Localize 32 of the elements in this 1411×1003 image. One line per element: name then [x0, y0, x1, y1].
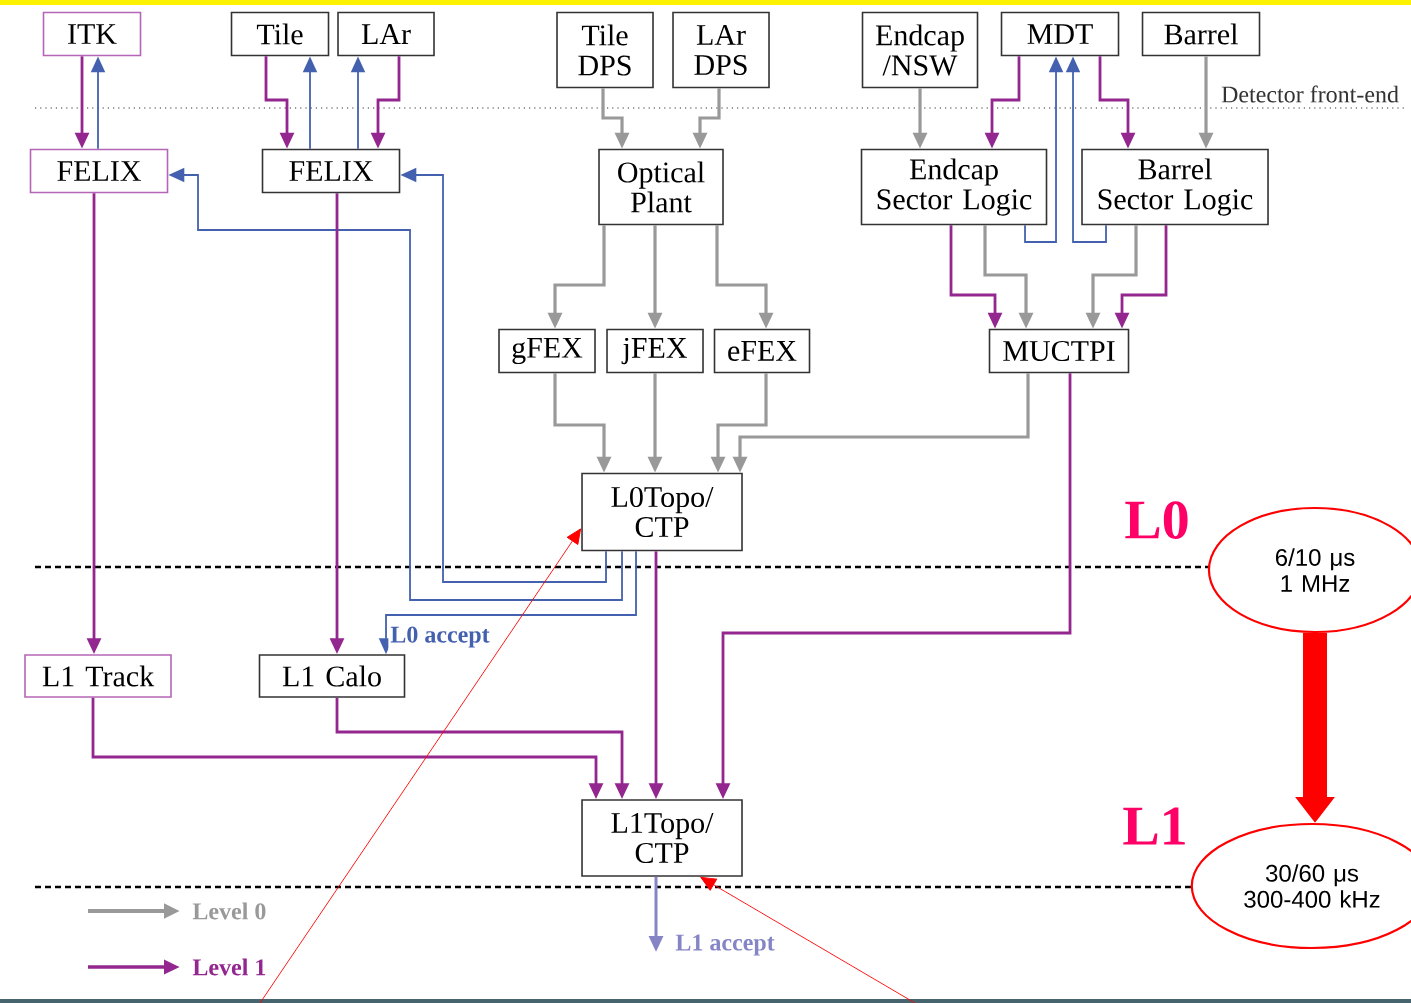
process-box: L1 Track — [24, 654, 172, 698]
process-box: FELIX — [261, 148, 401, 194]
process-box: Endcap /NSW — [861, 11, 979, 89]
level-label: L1 — [1123, 807, 1185, 845]
process-box: LAr DPS — [672, 11, 770, 89]
process-box: Barrel Sector Logic — [1081, 148, 1269, 226]
ellipse-note: 30/60 μs 300-400 kHz — [1190, 822, 1411, 950]
note-text: Detector front-end — [1221, 85, 1399, 103]
process-box: Tile — [230, 11, 330, 57]
process-box: FELIX — [29, 148, 169, 194]
process-box: LAr — [337, 11, 435, 57]
process-box: L1 Calo — [258, 654, 406, 698]
edge-label: L1 accept — [675, 934, 775, 956]
process-box: Tile DPS — [556, 11, 654, 89]
process-box: gFEX — [498, 328, 596, 374]
arrow — [700, 876, 916, 1003]
process-box: MDT — [1000, 11, 1120, 57]
process-box: eFEX — [713, 328, 811, 374]
process-box: L0Topo/ CTP — [581, 472, 743, 552]
arrow — [259, 528, 582, 1003]
ellipse-note: 6/10 μs 1 MHz — [1207, 506, 1411, 634]
process-box: L1Topo/ CTP — [581, 799, 743, 877]
process-box: Endcap Sector Logic — [860, 148, 1048, 226]
process-box: Optical Plant — [598, 148, 724, 226]
process-box: MUCTPI — [988, 328, 1130, 374]
edge-label: L0 accept — [390, 626, 490, 648]
legend-text: Level 1 — [192, 958, 266, 976]
level-label: L0 — [1125, 501, 1188, 539]
process-box: ITK — [42, 11, 142, 57]
process-box: jFEX — [606, 328, 704, 374]
process-box: Barrel — [1141, 11, 1261, 57]
legend-text: Level 0 — [192, 902, 266, 920]
